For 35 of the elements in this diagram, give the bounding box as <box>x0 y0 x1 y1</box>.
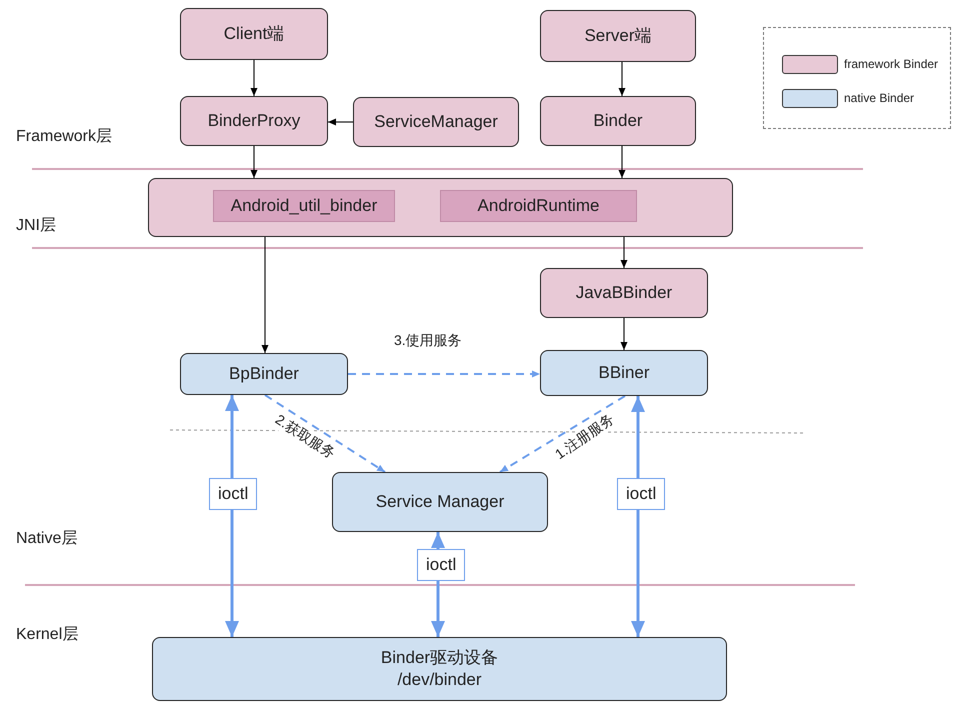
edge-label: ioctl <box>417 549 466 581</box>
native-box: Service Manager <box>332 472 548 532</box>
layer-label: JNI层 <box>16 216 56 236</box>
arrow <box>618 62 626 96</box>
arrow <box>620 318 628 350</box>
arrow <box>328 118 354 126</box>
framework-box: JavaBBinder <box>540 268 708 318</box>
framework-box: ServiceManager <box>353 97 519 147</box>
legend-label: framework Binder <box>844 57 938 71</box>
edge-label: ioctl <box>209 478 258 510</box>
arrow <box>264 394 386 473</box>
framework-box: Client端 <box>180 8 328 60</box>
edge-label: ioctl <box>617 478 666 510</box>
arrow <box>250 146 258 178</box>
arrow <box>631 396 645 637</box>
legend-label: native Binder <box>844 91 914 105</box>
module-box: AndroidRuntime <box>440 190 637 222</box>
module-box: Android_util_binder <box>213 190 395 222</box>
arrow <box>262 236 268 354</box>
framework-box: BinderProxy <box>180 96 328 146</box>
layer-label: Framework层 <box>16 127 112 147</box>
layer-label: Native层 <box>16 529 78 549</box>
framework-box: Binder <box>540 96 696 146</box>
arrow <box>250 60 258 96</box>
layer-label: Kernel层 <box>16 625 78 645</box>
edge-label: 3.使用服务 <box>394 332 462 350</box>
native-box: BpBinder <box>180 353 348 395</box>
framework-box: Server端 <box>540 10 696 62</box>
native-box: BBiner <box>540 350 708 396</box>
arrow <box>499 395 626 473</box>
arrow <box>620 236 628 268</box>
arrow <box>348 370 540 378</box>
native-box: Binder驱动设备 /dev/binder <box>152 637 727 701</box>
layer-band <box>148 178 733 237</box>
arrow <box>618 146 626 178</box>
